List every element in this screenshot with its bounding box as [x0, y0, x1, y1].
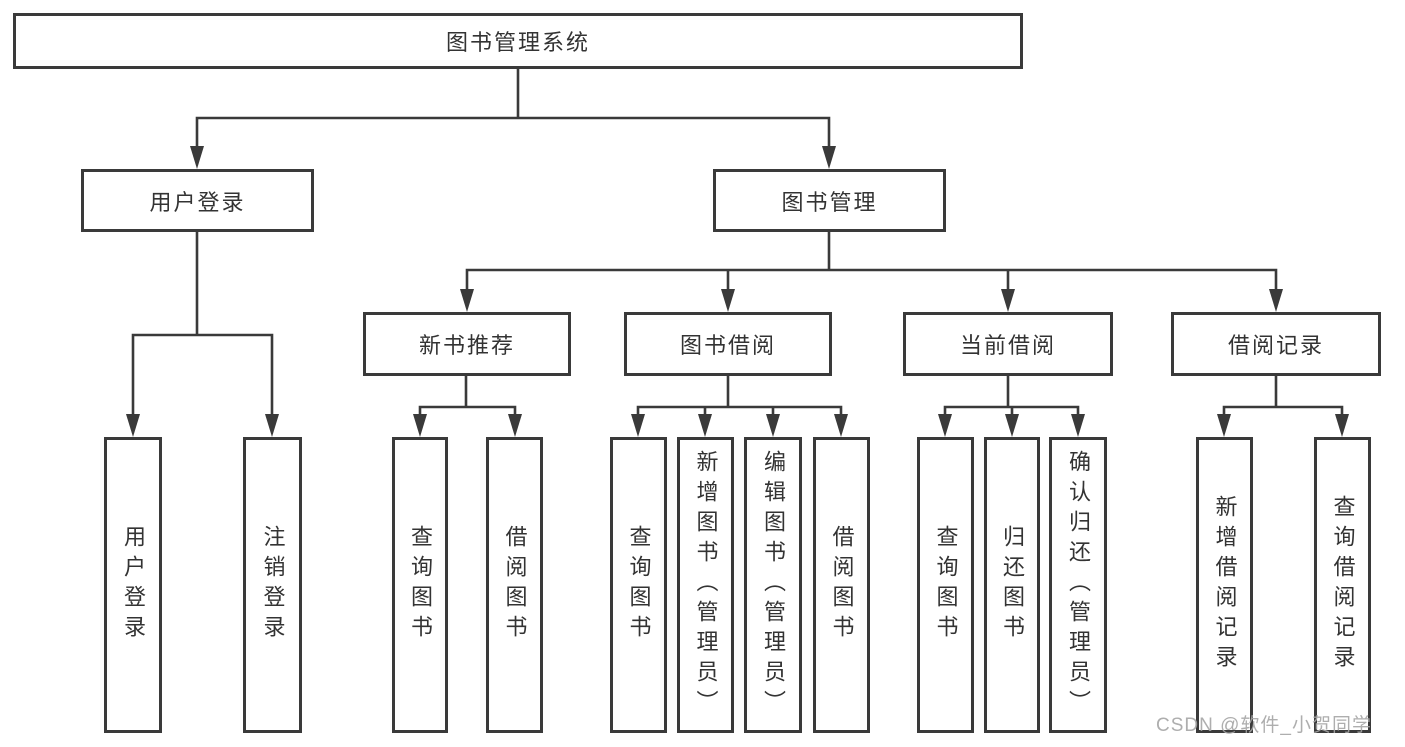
node-label: 图书管理系统: [445, 30, 590, 55]
node-library-system: 图书管理系统: [13, 13, 1023, 69]
node-borrow-records: 借阅记录: [1171, 312, 1381, 376]
node-leaf-query-books-current: 查询图书: [917, 437, 974, 733]
connector-paths: [131, 69, 1344, 418]
node-leaf-borrow-books-recommend: 借阅图书: [486, 437, 543, 733]
node-label: 当前借阅: [959, 333, 1056, 358]
node-current-borrowing: 当前借阅: [903, 312, 1113, 376]
node-book-borrowing: 图书借阅: [624, 312, 832, 376]
node-label: 归还图书: [1000, 525, 1025, 645]
arrowheads: [126, 146, 1349, 437]
node-leaf-borrow-books: 借阅图书: [813, 437, 870, 733]
node-label: 查询图书: [626, 525, 652, 645]
csdn-watermark: CSDN @软件_小贺同学: [1156, 715, 1372, 736]
node-new-book-recommend: 新书推荐: [363, 312, 571, 376]
node-label: 编辑图书（管理员）: [761, 450, 786, 720]
node-book-management: 图书管理: [713, 169, 946, 232]
node-leaf-logout: 注销登录: [243, 437, 302, 733]
node-leaf-query-borrow-record: 查询借阅记录: [1314, 437, 1371, 733]
node-label: 确认归还（管理员）: [1066, 450, 1091, 720]
node-label: 用户登录: [121, 525, 146, 645]
node-label: 新增图书（管理员）: [693, 450, 719, 720]
node-user-login: 用户登录: [81, 169, 314, 232]
node-label: 注销登录: [260, 525, 286, 645]
node-label: 新书推荐: [418, 333, 515, 358]
node-label: 借阅记录: [1227, 333, 1324, 358]
node-label: 查询借阅记录: [1330, 495, 1356, 675]
node-label: 借阅图书: [502, 525, 528, 645]
node-leaf-query-books-recommend: 查询图书: [392, 437, 448, 733]
node-leaf-edit-book-admin: 编辑图书（管理员）: [744, 437, 802, 733]
node-leaf-add-book-admin: 新增图书（管理员）: [677, 437, 734, 733]
node-label: 图书借阅: [679, 333, 776, 358]
node-label: 借阅图书: [829, 525, 855, 645]
node-leaf-return-book: 归还图书: [984, 437, 1040, 733]
node-label: 新增借阅记录: [1212, 495, 1238, 675]
node-label: 用户登录: [149, 189, 246, 215]
node-leaf-add-borrow-record: 新增借阅记录: [1196, 437, 1253, 733]
node-leaf-confirm-return-admin: 确认归还（管理员）: [1049, 437, 1107, 733]
node-leaf-user-login: 用户登录: [104, 437, 162, 733]
node-label: 查询图书: [408, 525, 433, 645]
node-label: 图书管理: [781, 189, 878, 215]
node-leaf-query-books-borrowing: 查询图书: [610, 437, 667, 733]
node-label: 查询图书: [933, 525, 959, 645]
